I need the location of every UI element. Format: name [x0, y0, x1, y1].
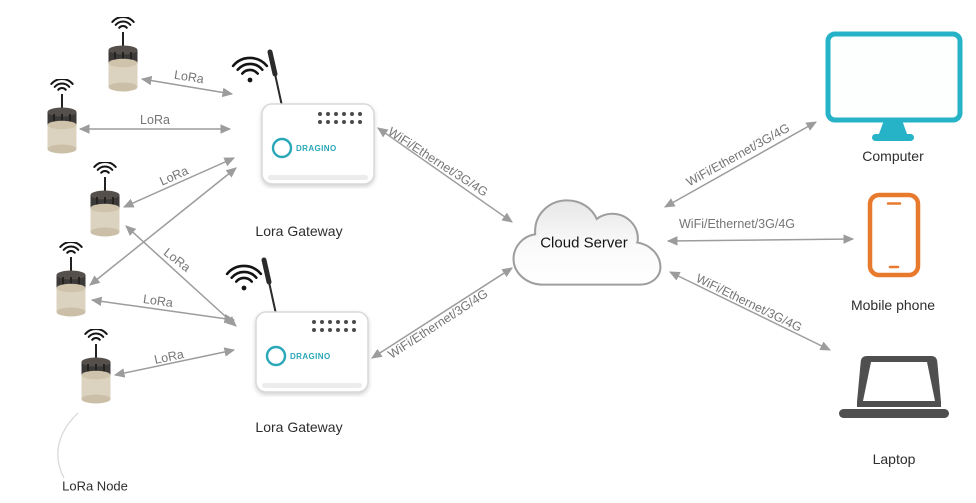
phone-body: [867, 192, 921, 278]
gateway2-label: Lora Gateway: [255, 419, 343, 435]
monitor-screen: [825, 31, 963, 123]
cloud-outline: [512, 199, 662, 286]
edge-label-wan-cloud-mobile: WiFi/Ethernet/3G/4G: [678, 217, 796, 231]
edge-label-lora-2: LoRa: [140, 113, 170, 127]
gateway-antenna: [274, 73, 283, 107]
lora-gateway-1-device: DRAGINO: [228, 44, 378, 194]
gateway-antenna-tip: [267, 49, 278, 77]
wifi-signal-icon: [231, 56, 269, 83]
lora-node-2: [23, 78, 101, 162]
edge-lora-node5-gateway2: [113, 347, 236, 378]
lora-node-group-label: LoRa Node: [62, 478, 128, 494]
edge-wan-gateway1-cloud: [377, 127, 513, 223]
dragino-logo-icon: [271, 137, 293, 159]
led-indicators: [312, 320, 356, 332]
monitor-neck: [879, 120, 907, 134]
lora-node-5: [57, 328, 135, 412]
sensor-body: [108, 45, 138, 92]
lora-gateway-2-device: DRAGINO: [222, 252, 372, 402]
led-indicators: [318, 112, 362, 124]
edge-wan-cloud-computer: [664, 121, 817, 208]
computer-label: Computer: [862, 148, 924, 164]
gateway-brand-text: DRAGINO: [296, 144, 337, 153]
edge-lora-node4-gateway2: [90, 296, 236, 324]
cloud-server-shape: [500, 186, 675, 304]
group-brace-curve: [57, 412, 79, 479]
signal-icon: [50, 78, 74, 91]
laptop-screen: [863, 362, 935, 401]
lora-node-3: [66, 161, 144, 245]
lora-node-4: [32, 241, 110, 325]
signal-icon: [111, 16, 135, 29]
computer-device: [818, 28, 968, 153]
sensor-body: [81, 357, 111, 404]
signal-icon: [59, 241, 83, 254]
laptop-device: [834, 350, 954, 433]
gateway-enclosure: DRAGINO: [261, 103, 375, 185]
wifi-signal-icon: [225, 264, 263, 291]
sensor-body: [47, 107, 77, 154]
lora-node-1: [84, 16, 162, 100]
gateway1-label: Lora Gateway: [255, 223, 343, 239]
gateway-antenna: [268, 281, 277, 315]
signal-icon: [93, 161, 117, 174]
edge-wan-cloud-laptop: [668, 271, 832, 351]
monitor-base: [872, 134, 914, 141]
sensor-body: [56, 270, 86, 317]
signal-icon: [84, 328, 108, 341]
gateway-brand-text: DRAGINO: [290, 352, 331, 361]
cloud-server-label: Cloud Server: [540, 234, 628, 252]
gateway-antenna-tip: [261, 257, 272, 285]
edge-lora-node1-gateway1: [140, 75, 234, 98]
gateway-enclosure: DRAGINO: [255, 311, 369, 393]
sensor-body: [90, 190, 120, 237]
edge-wan-gateway2-cloud: [371, 267, 513, 359]
mobile-phone-label: Mobile phone: [850, 297, 936, 313]
mobile-phone-device: [864, 191, 924, 286]
edge-wan-cloud-mobile: [666, 234, 855, 246]
dragino-logo-icon: [265, 345, 287, 367]
laptop-base: [839, 409, 949, 418]
laptop-label: Laptop: [872, 451, 916, 467]
